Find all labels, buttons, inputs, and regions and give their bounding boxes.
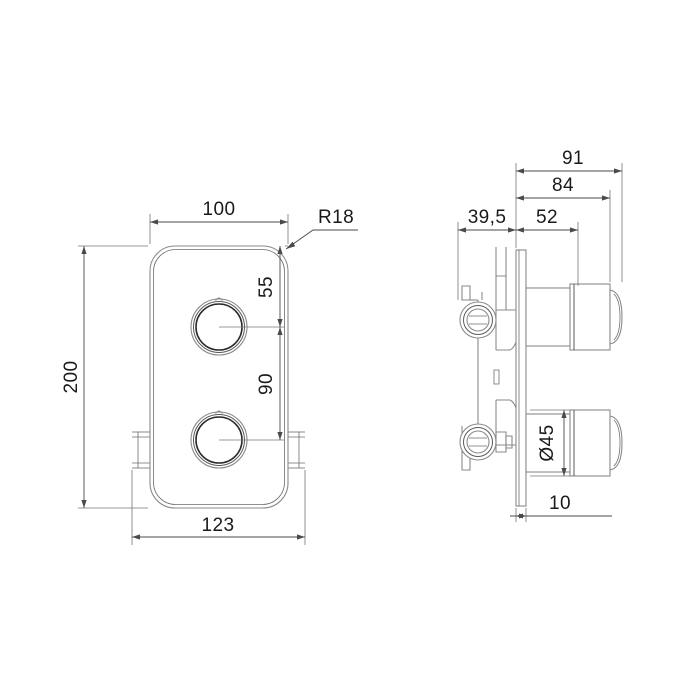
dimension-spacing-90: 90 (219, 327, 285, 441)
side-view: 91 84 52 39,5 (457, 148, 623, 522)
upper-handle[interactable] (190, 297, 248, 356)
dimension-width-123: 123 (131, 470, 306, 545)
valve-body (459, 285, 517, 471)
dimension-thickness-10: 10 (510, 493, 612, 522)
body-post (495, 247, 507, 310)
mounting-tab-left (132, 431, 153, 469)
dimension-diameter-45: Ø45 (530, 409, 570, 477)
dimension-offset-55: 55 (219, 245, 288, 328)
mounting-tab-right (286, 431, 305, 469)
dimension-depth-91: 91 (515, 148, 623, 282)
dimension-radius-r18: R18 (285, 207, 358, 250)
dimension-label-depth-52: 52 (536, 207, 558, 228)
dimension-depth-39-5: 39,5 (457, 207, 516, 300)
dimension-label-thickness-10: 10 (549, 493, 571, 514)
dimension-label-width-123: 123 (202, 515, 235, 536)
wall-flange (515, 249, 527, 507)
escutcheon-plate (149, 245, 289, 509)
dimension-depth-52: 52 (516, 207, 579, 286)
dimension-width-100: 100 (149, 199, 289, 244)
dimension-label-depth-91: 91 (562, 148, 584, 169)
lower-handle[interactable] (190, 410, 248, 469)
dimension-label-spacing-90: 90 (256, 373, 277, 395)
dimension-label-height-200: 200 (61, 361, 82, 394)
dimension-depth-84: 84 (516, 175, 611, 282)
dimension-label-radius-r18: R18 (318, 207, 354, 228)
lower-spindle[interactable] (525, 409, 623, 477)
dimension-label-depth-39-5: 39,5 (468, 207, 507, 228)
dimension-label-width-100: 100 (203, 199, 236, 220)
dimension-label-depth-84: 84 (552, 175, 574, 196)
front-view: 100 R18 200 55 (61, 199, 358, 545)
upper-spindle[interactable] (525, 283, 623, 351)
dimension-label-diameter-45: Ø45 (537, 424, 558, 461)
dimension-height-200: 200 (61, 245, 148, 509)
dimension-label-offset-55: 55 (256, 276, 277, 298)
